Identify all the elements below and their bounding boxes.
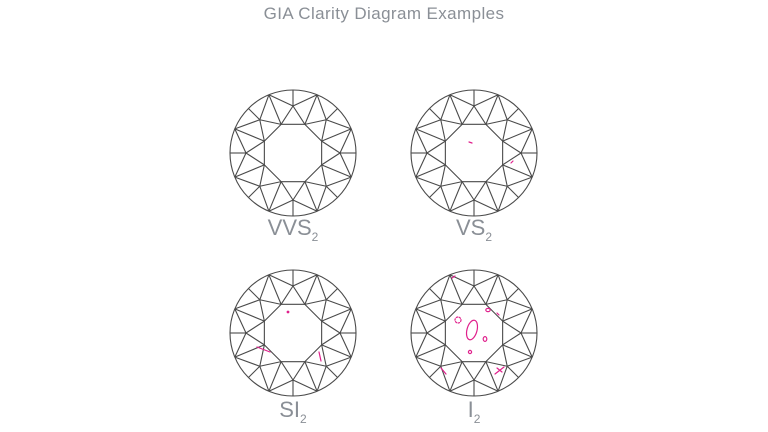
- diamond-outline-i2: [410, 269, 538, 397]
- diagram-vvs2: VVS2: [229, 89, 357, 244]
- inclusion-crystal: [468, 141, 473, 144]
- inclusion-feather: [451, 275, 456, 279]
- grade-sub-si2: 2: [300, 412, 307, 426]
- inclusions-si2: [256, 310, 322, 362]
- inclusion-crystal: [485, 307, 491, 313]
- inclusion-crystal: [482, 336, 488, 343]
- grade-main-i2: I: [468, 397, 474, 422]
- inclusion-crystal: [467, 349, 473, 355]
- grade-sub-vvs2: 2: [312, 230, 319, 244]
- grade-label-vvs2: VVS2: [268, 215, 319, 244]
- grade-main-vvs2: VVS: [268, 215, 312, 240]
- inclusion-crystal: [286, 310, 290, 314]
- grade-sub-i2: 2: [474, 412, 481, 426]
- grade-label-i2: I2: [468, 397, 481, 426]
- inclusions-vs2: [468, 141, 514, 164]
- inclusion-feather: [256, 346, 271, 353]
- inclusion-feather: [440, 367, 447, 375]
- page-title: GIA Clarity Diagram Examples: [264, 4, 505, 23]
- grade-label-si2: SI2: [279, 397, 307, 426]
- grade-sub-vs2: 2: [485, 230, 492, 244]
- inclusion-feather: [494, 366, 505, 375]
- diamond-outline-si2: [229, 269, 357, 397]
- inclusion-pinpoint: [510, 160, 514, 164]
- inclusions-i2: [440, 275, 505, 375]
- grade-main-si2: SI: [279, 397, 300, 422]
- grade-label-vs2: VS2: [456, 215, 492, 244]
- diamond-outline-vvs2: [229, 89, 357, 217]
- inclusion-cloud: [465, 319, 479, 341]
- diagram-i2: I2: [410, 269, 538, 426]
- inclusion-cloud-small: [454, 316, 462, 324]
- inclusion-feather: [318, 351, 322, 362]
- inclusion-pinpoint: [496, 312, 500, 316]
- diamond-outline-vs2: [410, 89, 538, 217]
- grade-main-vs2: VS: [456, 215, 485, 240]
- diagram-vs2: VS2: [410, 89, 538, 244]
- diagram-si2: SI2: [229, 269, 357, 426]
